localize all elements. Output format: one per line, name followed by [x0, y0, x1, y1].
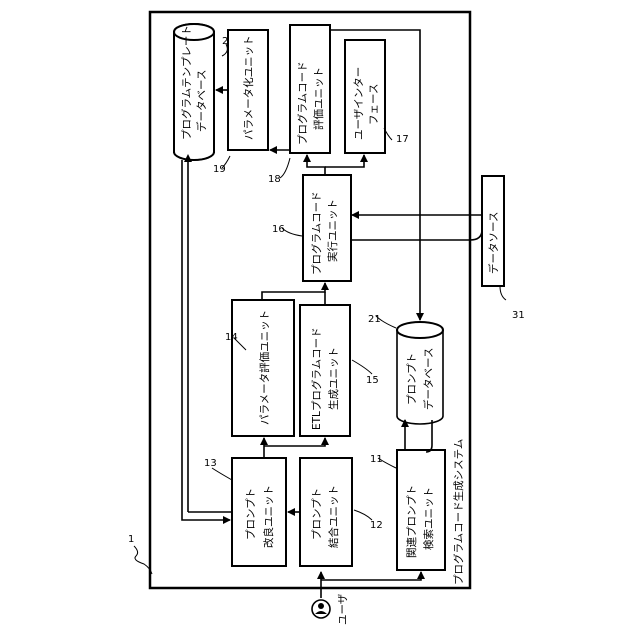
code-eval-unit: プログラムコード 評価ユニット [290, 25, 330, 153]
code-eval-ref: 18 [268, 174, 281, 185]
code-exec-unit: プログラムコード 実行ユニット [303, 175, 351, 281]
prompt-search-line1: 関連プロンプト [405, 485, 418, 558]
prompt-improve-line2: 改良ユニット [262, 485, 275, 548]
prompt-combine-unit: プロンプト 結合ユニット [300, 458, 352, 566]
prompt-db-line2: データベース [422, 348, 435, 410]
prompt-search-unit: 関連プロンプト 検索ユニット [397, 450, 445, 570]
prompt-improve-line1: プロンプト [245, 488, 257, 540]
param-eval-label: パラメータ評価ユニット [258, 310, 271, 425]
prompt-search-line2: 検索ユニット [422, 487, 435, 550]
user-label: ユーザ [337, 593, 349, 625]
etl-gen-line2: 生成ユニット [327, 347, 340, 410]
template-db-line2: データベース [195, 70, 208, 132]
user: ユーザ [312, 593, 349, 625]
code-exec-line1: プログラムコード [310, 191, 323, 275]
ui-line2: フェース [368, 84, 380, 125]
prompt-db-ref: 21 [368, 314, 381, 325]
prompt-db-line1: プロンプト [406, 353, 418, 405]
system-label: プログラムコード生成システム [452, 439, 465, 585]
datasource-label: データソース [487, 212, 500, 274]
user-interface-unit: ユーザインター フェース [345, 40, 385, 153]
prompt-combine-line1: プロンプト [311, 488, 323, 540]
user-interface-ref: 17 [396, 134, 409, 145]
system-ref: 1 [128, 534, 134, 545]
prompt-combine-ref: 12 [370, 520, 383, 531]
user-icon [312, 600, 330, 618]
etl-gen-line1: ETLプログラムコード [310, 327, 323, 430]
prompt-db: プロンプト データベース [397, 322, 443, 424]
parameterization-label: パラメータ化ユニット [242, 35, 255, 140]
template-db-line1: プログラムテンプレート [180, 25, 193, 140]
template-db: プログラムテンプレート データベース [174, 24, 214, 160]
code-eval-line2: 評価ユニット [312, 67, 325, 130]
prompt-combine-line2: 結合ユニット [327, 485, 340, 548]
code-eval-line1: プログラムコード [296, 61, 309, 145]
ui-line1: ユーザインター [353, 67, 365, 140]
datasource-ref: 31 [512, 310, 525, 321]
parameterization-unit: パラメータ化ユニット [228, 30, 268, 150]
datasource: データソース [482, 176, 504, 286]
param-eval-ref: 14 [225, 332, 238, 343]
code-exec-line2: 実行ユニット [326, 199, 339, 262]
prompt-improve-ref: 13 [204, 458, 217, 469]
code-exec-ref: 16 [272, 224, 285, 235]
param-eval-unit: パラメータ評価ユニット [232, 300, 294, 436]
prompt-improve-unit: プロンプト 改良ユニット [232, 458, 286, 566]
etl-gen-unit: ETLプログラムコード 生成ユニット [300, 305, 350, 436]
etl-gen-ref: 15 [366, 375, 379, 386]
